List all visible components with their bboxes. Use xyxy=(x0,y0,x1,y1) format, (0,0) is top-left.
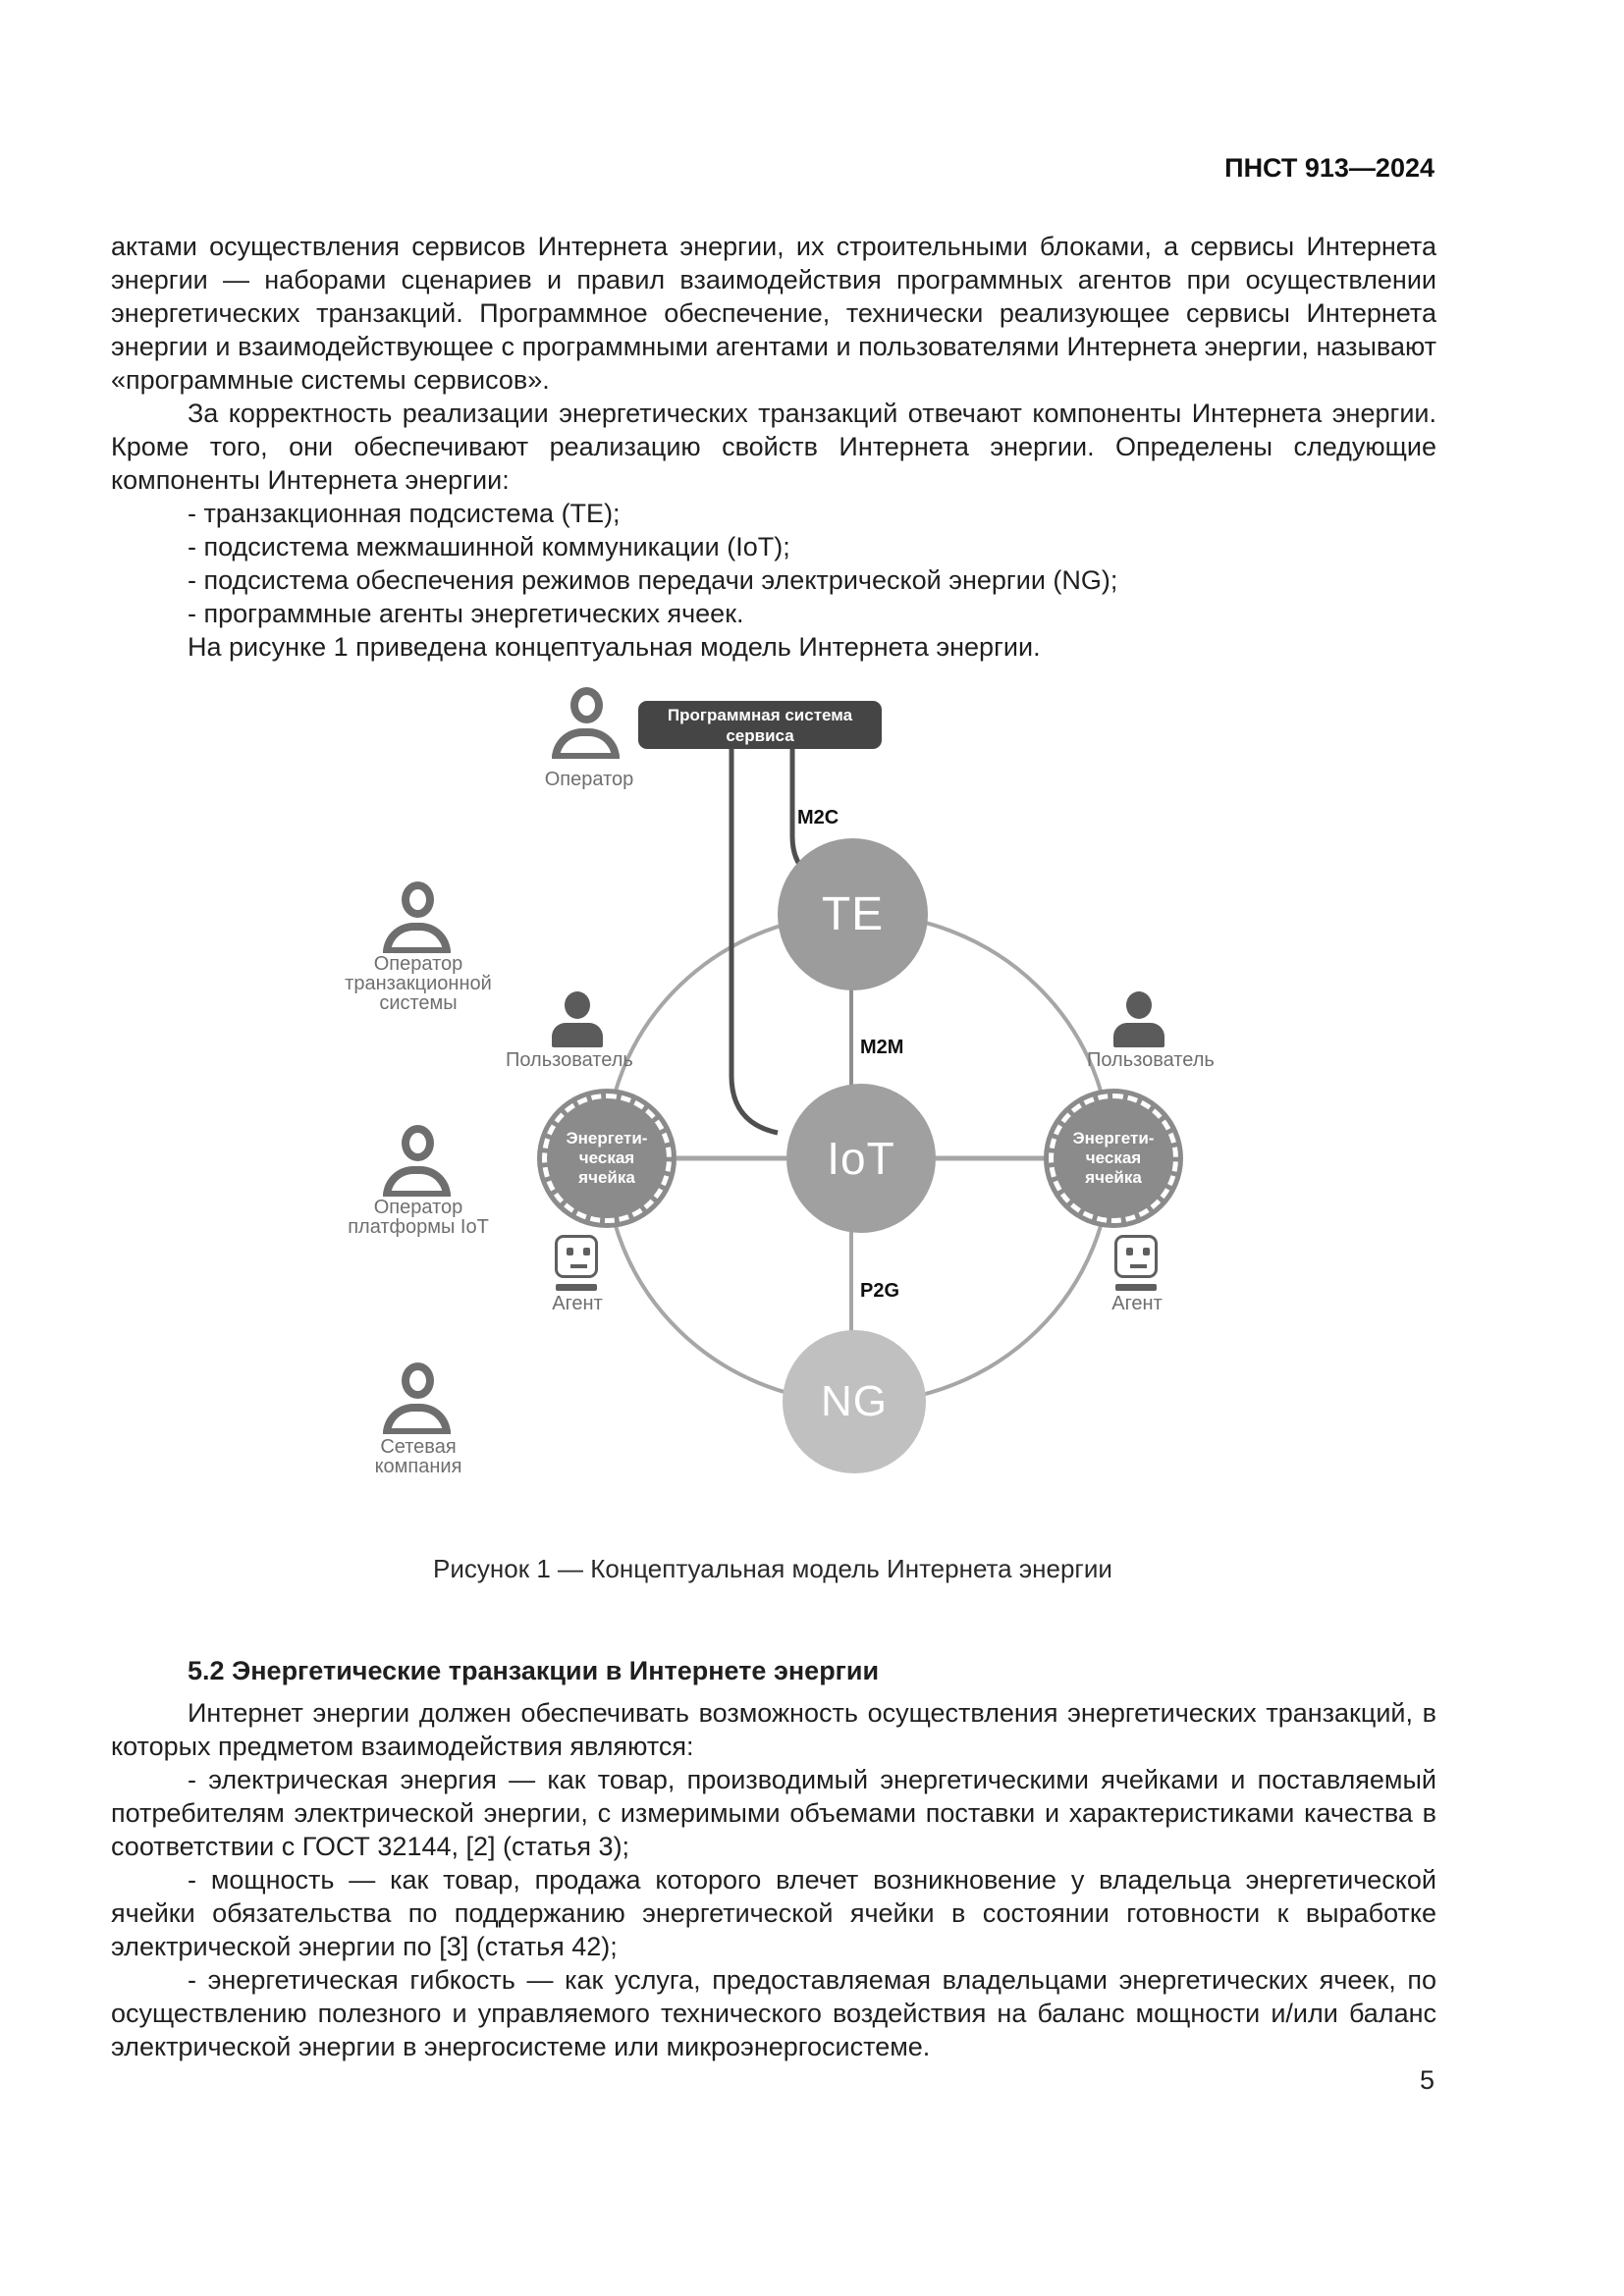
list-item: - транзакционная подсистема (TE); xyxy=(188,499,621,528)
list-item: - энергетическая гибкость — как услуга, … xyxy=(111,1965,1436,2061)
figure-caption: Рисунок 1 — Концептуальная модель Интерн… xyxy=(433,1554,1112,1583)
list-item: - программные агенты энергетических ячее… xyxy=(188,599,744,628)
cell-label-line: ческая xyxy=(1085,1148,1142,1167)
cell-label-line: ячейка xyxy=(578,1168,635,1187)
person-body xyxy=(383,1166,451,1197)
robot-face xyxy=(1114,1235,1158,1278)
link-label-m2c: M2C xyxy=(797,807,839,828)
agent-robot-icon-right xyxy=(1113,1235,1161,1292)
energy-cell-left: Энергети- ческая ячейка xyxy=(537,1089,677,1228)
user-person-icon-left xyxy=(552,991,603,1047)
label-line: компания xyxy=(374,1456,462,1477)
service-system-label-line1: Программная система xyxy=(667,705,853,724)
paragraph: На рисунке 1 приведена концептуальная мо… xyxy=(188,632,1041,662)
label-line: транзакционной xyxy=(345,973,492,994)
list-item: - мощность — как товар, продажа которого… xyxy=(111,1865,1436,1961)
link-label-m2m: M2M xyxy=(860,1037,904,1058)
person-head xyxy=(570,687,603,723)
list-item: - подсистема межмашинной коммуникации (I… xyxy=(188,532,790,561)
iot-platform-operator-icon xyxy=(383,1125,452,1198)
iot-platform-operator-label: Оператор платформы IoT xyxy=(320,1198,516,1237)
robot-base xyxy=(556,1284,597,1291)
label-line: Оператор xyxy=(373,1197,463,1218)
robot-eye xyxy=(583,1248,590,1255)
network-company-icon xyxy=(383,1362,452,1435)
user-label-right: Пользователь xyxy=(1087,1049,1215,1071)
robot-mouth xyxy=(570,1264,587,1268)
paragraph: За корректность реализации энергетически… xyxy=(111,399,1436,495)
person-body xyxy=(383,1404,451,1434)
user-label-left: Пользователь xyxy=(506,1049,633,1071)
cell-label-line: ческая xyxy=(578,1148,635,1167)
robot-eye xyxy=(567,1248,573,1255)
service-system-label-line2: сервиса xyxy=(726,725,794,745)
person-head xyxy=(1126,991,1152,1019)
transaction-system-operator-label: Оператор транзакционной системы xyxy=(320,954,516,1013)
network-company-label: Сетевая компания xyxy=(320,1437,516,1476)
operator-label: Оператор xyxy=(544,769,634,790)
transaction-system-operator-icon xyxy=(383,881,452,954)
paragraph: актами осуществления сервисов Интернета … xyxy=(111,232,1436,395)
paragraph: Интернет энергии должен обеспечивать воз… xyxy=(111,1698,1436,1761)
agent-label-left: Агент xyxy=(552,1293,603,1314)
link-label-p2g: P2G xyxy=(860,1280,900,1302)
person-head xyxy=(402,881,434,918)
list-item: - подсистема обеспечения режимов передач… xyxy=(188,565,1118,595)
person-body xyxy=(1113,1023,1164,1047)
agent-label-right: Агент xyxy=(1111,1293,1163,1314)
energy-cell-label: Энергети- ческая ячейка xyxy=(537,1089,677,1228)
cell-label-line: Энергети- xyxy=(566,1129,648,1148)
person-head xyxy=(402,1125,434,1161)
list-item: - электрическая энергия — как товар, про… xyxy=(111,1765,1436,1861)
document-code-header: ПНСТ 913—2024 xyxy=(1224,153,1435,183)
page-number: 5 xyxy=(1419,2065,1435,2095)
label-line: Оператор xyxy=(373,953,463,975)
robot-face xyxy=(555,1235,598,1278)
person-head xyxy=(565,991,590,1019)
cell-label-line: Энергети- xyxy=(1072,1129,1155,1148)
person-body xyxy=(552,1023,603,1047)
energy-cell-label: Энергети- ческая ячейка xyxy=(1044,1089,1183,1228)
body-text-upper: актами осуществления сервисов Интернета … xyxy=(111,230,1436,664)
section-heading: 5.2 Энергетические транзакции в Интернет… xyxy=(188,1656,880,1685)
user-person-icon-right xyxy=(1113,991,1164,1047)
node-iot: IoT xyxy=(786,1084,936,1233)
agent-robot-icon-left xyxy=(554,1235,601,1292)
label-line: платформы IoT xyxy=(348,1216,489,1238)
robot-eye xyxy=(1143,1248,1150,1255)
person-head xyxy=(402,1362,434,1399)
robot-eye xyxy=(1126,1248,1133,1255)
person-body xyxy=(552,728,620,759)
node-ng: NG xyxy=(783,1330,926,1473)
service-system-box: Программная система сервиса xyxy=(638,701,882,749)
node-te: TE xyxy=(778,838,928,990)
dashed-ring xyxy=(542,1094,672,1223)
energy-cell-right: Энергети- ческая ячейка xyxy=(1044,1089,1183,1228)
label-line: системы xyxy=(379,992,458,1014)
robot-base xyxy=(1115,1284,1157,1291)
dashed-ring xyxy=(1049,1094,1178,1223)
operator-person-icon xyxy=(552,687,621,760)
robot-mouth xyxy=(1130,1264,1147,1268)
person-body xyxy=(383,923,451,953)
cell-label-line: ячейка xyxy=(1085,1168,1142,1187)
body-text-lower: 5.2 Энергетические транзакции в Интернет… xyxy=(111,1654,1436,2063)
label-line: Сетевая xyxy=(380,1436,457,1458)
